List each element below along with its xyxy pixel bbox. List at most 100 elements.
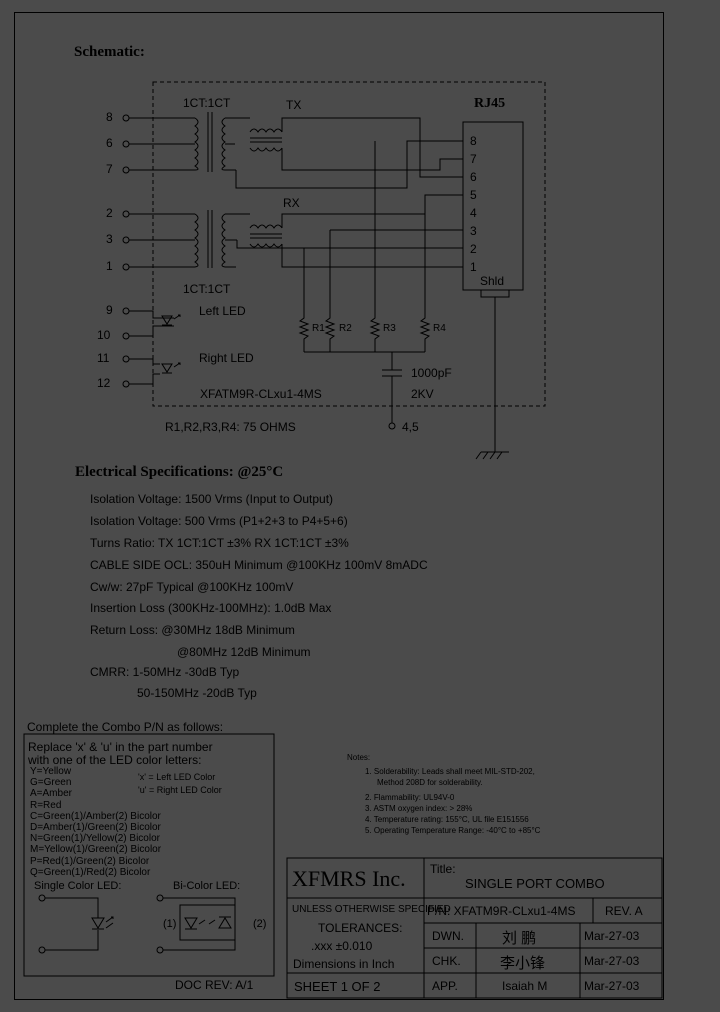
spec-line: Insertion Loss (300KHz-100MHz): 1.0dB Ma… — [90, 601, 332, 615]
led-pin: 11 — [97, 351, 110, 365]
rj45-pin: 7 — [470, 152, 477, 166]
doc-rev: DOC REV: A/1 — [175, 978, 254, 992]
notes-heading: Notes: — [347, 753, 371, 762]
spec-line: Return Loss: @30MHz 18dB Minimum — [90, 623, 295, 637]
tolerance-value: .xxx ±0.010 — [311, 939, 373, 953]
led-pin: 10 — [97, 328, 111, 342]
transformer-rx — [129, 194, 463, 268]
resistor-note: R1,R2,R3,R4: 75 OHMS — [165, 420, 296, 434]
color-code-list: Y=Yellow G=Green A=Amber R=Red C=Green(1… — [30, 766, 161, 878]
app-label: APP. — [432, 979, 458, 993]
resistors — [298, 141, 431, 430]
color-code: C=Green(1)/Amber(2) Bicolor — [30, 810, 161, 822]
note-item: 2. Flammability: UL94V-0 — [365, 793, 455, 802]
ground-pins: 4,5 — [402, 420, 419, 434]
left-led-label: Left LED — [199, 304, 246, 318]
led-pin: 12 — [97, 376, 111, 390]
color-code: G=Green — [30, 777, 72, 789]
combo-heading: Complete the Combo P/N as follows: — [27, 720, 224, 734]
note-item: 1. Solderability: Leads shall meet MIL-S… — [365, 767, 535, 776]
drawing-sheet — [14, 12, 664, 1000]
color-code: A=Amber — [30, 788, 72, 800]
rj45-pin: 3 — [470, 224, 477, 238]
left-pin: 7 — [106, 162, 113, 176]
left-pin: 3 — [106, 232, 113, 246]
shld-label: Shld — [480, 274, 505, 288]
title-block-lines — [286, 857, 663, 999]
cap-value: 1000pF — [411, 366, 452, 380]
part-number: P/N: XFATM9R-CLxu1-4MS — [427, 904, 576, 918]
single-led-label: Single Color LED: — [34, 880, 122, 892]
dimensions-note: Dimensions in Inch — [293, 957, 395, 971]
revision: REV. A — [605, 904, 643, 918]
app-date: Mar-27-03 — [584, 979, 640, 993]
rj45-label: RJ45 — [474, 96, 506, 111]
color-code: R=Red — [30, 799, 62, 811]
pin-circles — [122, 114, 130, 388]
single-led-schematic — [38, 894, 114, 954]
part-label: XFATM9R-CLxu1-4MS — [200, 387, 322, 401]
spec-line: Cw/w: 27pF Typical @100KHz 100mV — [90, 580, 294, 594]
x-note: 'x' = Left LED Color — [138, 772, 216, 782]
dwn-label: DWN. — [432, 929, 464, 943]
rj45-pin: 4 — [470, 206, 477, 220]
led-symbols — [129, 310, 181, 385]
title-value: SINGLE PORT COMBO — [465, 876, 605, 891]
dwn-name: 刘 鹏 — [502, 930, 537, 947]
title-label: Title: — [430, 862, 456, 876]
specs-heading: Electrical Specifications: @25°C — [75, 464, 284, 480]
notes-list: 1. Solderability: Leads shall meet MIL-S… — [365, 766, 540, 836]
ratio-bottom: 1CT:1CT — [183, 282, 231, 296]
tolerances-label: TOLERANCES: — [318, 921, 403, 935]
color-code: D=Amber(1)/Green(2) Bicolor — [30, 822, 161, 834]
rj45-pin: 1 — [470, 260, 477, 274]
combo-box — [23, 733, 275, 977]
chk-name: 李小锋 — [500, 955, 546, 972]
rj45-pin: 5 — [470, 188, 477, 202]
color-code: M=Yellow(1)/Green(2) Bicolor — [30, 844, 162, 856]
r3-label: R3 — [383, 323, 396, 334]
rj45-pin: 2 — [470, 242, 477, 256]
left-pin: 8 — [106, 110, 113, 124]
transformer-tx — [129, 112, 463, 189]
r1-label: R1 — [312, 323, 325, 334]
bi-led-two: (2) — [253, 918, 267, 930]
chk-label: CHK. — [432, 954, 461, 968]
color-code: Y=Yellow — [30, 766, 72, 777]
r4-label: R4 — [433, 323, 446, 334]
ground-symbol — [475, 297, 509, 460]
app-name: Isaiah M — [502, 979, 548, 993]
spec-line: 50-150MHz -20dB Typ — [137, 686, 257, 700]
note-item: Method 208D for solderability. — [377, 778, 483, 787]
combo-intro: with one of the LED color letters: — [28, 753, 202, 767]
tx-label: TX — [286, 98, 302, 112]
cap-voltage: 2KV — [411, 387, 434, 401]
sheet-count: SHEET 1 OF 2 — [294, 979, 381, 994]
left-pin: 2 — [106, 206, 113, 220]
left-pin: 1 — [106, 259, 113, 273]
spec-line: Isolation Voltage: 1500 Vrms (Input to O… — [90, 492, 334, 506]
spec-line: Turns Ratio: TX 1CT:1CT ±3% RX 1CT:1CT ±… — [90, 536, 349, 550]
right-led-label: Right LED — [199, 351, 254, 365]
rj45-pin: 6 — [470, 170, 477, 184]
spec-line: @80MHz 12dB Minimum — [177, 645, 311, 659]
dwn-date: Mar-27-03 — [584, 929, 640, 943]
led-pin: 9 — [106, 303, 113, 317]
u-note: 'u' = Right LED Color — [138, 785, 222, 795]
spec-line: CMRR: 1-50MHz -30dB Typ — [90, 665, 240, 679]
chk-date: Mar-27-03 — [584, 954, 640, 968]
schematic-heading: Schematic: — [74, 44, 145, 60]
color-code: Q=Green(1)/Red(2) Bicolor — [30, 866, 151, 878]
note-item: 3. ASTM oxygen index: > 28% — [365, 804, 473, 813]
left-pin: 6 — [106, 136, 113, 150]
bi-led-schematic — [156, 894, 236, 954]
spec-line: CABLE SIDE OCL: 350uH Minimum @100KHz 10… — [90, 558, 428, 572]
combo-intro: Replace 'x' & 'u' in the part number — [28, 740, 213, 754]
rj45-pin: 8 — [470, 134, 477, 148]
color-code: N=Green(1)/Yellow(2) Bicolor — [30, 833, 160, 845]
rx-label: RX — [283, 196, 300, 210]
ratio-top: 1CT:1CT — [183, 96, 231, 110]
color-code: P=Red(1)/Green(2) Bicolor — [30, 855, 150, 867]
note-item: 4. Temperature rating: 155°C, UL file E1… — [365, 815, 529, 824]
